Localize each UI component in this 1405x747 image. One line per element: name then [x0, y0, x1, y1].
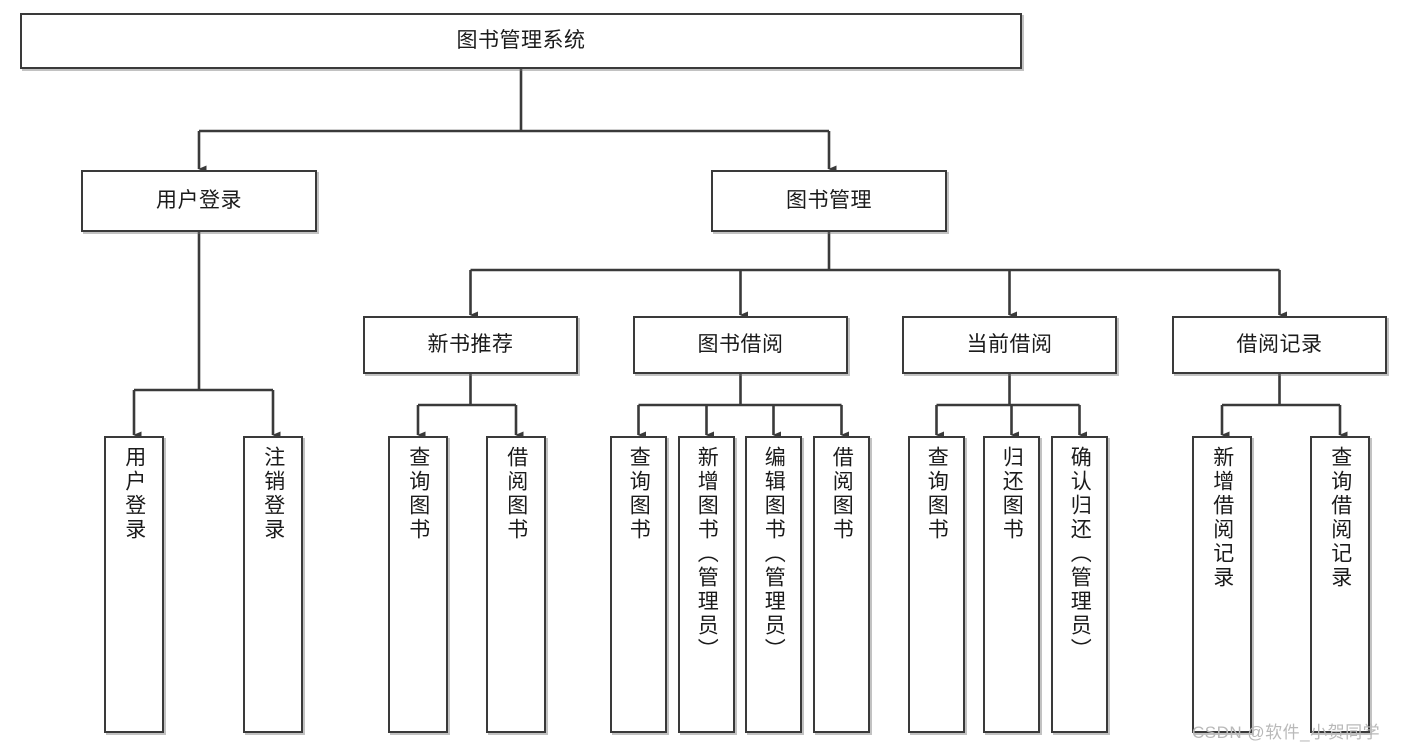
node-label: 查询借阅记录: [1328, 446, 1352, 590]
node-label: 查询图书: [627, 446, 651, 542]
node-l3-current[interactable]: 当前借阅: [902, 316, 1117, 374]
node-l2-user-login[interactable]: 用户登录: [81, 170, 317, 232]
csdn-watermark: CSDN @软件_小贺同学: [1192, 723, 1381, 742]
node-leaf-rec-query[interactable]: 查询借阅记录: [1310, 436, 1370, 733]
node-leaf-rec-add[interactable]: 新增借阅记录: [1192, 436, 1252, 733]
node-label: 用户登录: [156, 189, 242, 213]
node-label: 编辑图书（管理员）: [762, 446, 786, 662]
node-leaf-bw-add[interactable]: 新增图书（管理员）: [678, 436, 735, 733]
node-label: 当前借阅: [966, 333, 1053, 357]
node-label: 图书管理: [786, 189, 872, 213]
node-label: 借阅图书: [504, 446, 528, 542]
node-l2-book-manage[interactable]: 图书管理: [711, 170, 947, 232]
node-leaf-bw-query[interactable]: 查询图书: [610, 436, 667, 733]
node-label: 查询图书: [406, 446, 430, 542]
node-l3-borrow[interactable]: 图书借阅: [633, 316, 848, 374]
node-label: 注销登录: [261, 446, 285, 542]
node-l3-record[interactable]: 借阅记录: [1172, 316, 1387, 374]
node-label: 归还图书: [1000, 446, 1024, 542]
node-label: 图书借阅: [697, 333, 784, 357]
node-label: 借阅记录: [1236, 333, 1323, 357]
node-label: 借阅图书: [830, 446, 854, 542]
node-l3-new-book[interactable]: 新书推荐: [363, 316, 578, 374]
node-leaf-bw-edit[interactable]: 编辑图书（管理员）: [745, 436, 802, 733]
node-label: 确认归还（管理员）: [1068, 446, 1092, 662]
node-leaf-user-login[interactable]: 用户登录: [104, 436, 164, 733]
node-leaf-bw-borrow[interactable]: 借阅图书: [813, 436, 870, 733]
node-leaf-logout[interactable]: 注销登录: [243, 436, 303, 733]
node-label: 图书管理系统: [456, 29, 586, 53]
node-label: 新增借阅记录: [1210, 446, 1234, 590]
node-leaf-nb-borrow[interactable]: 借阅图书: [486, 436, 546, 733]
node-leaf-cur-return[interactable]: 归还图书: [983, 436, 1040, 733]
node-label: 新增图书（管理员）: [695, 446, 719, 662]
edge-layer: [132, 69, 1348, 439]
node-label: 用户登录: [122, 446, 146, 542]
node-leaf-cur-query[interactable]: 查询图书: [908, 436, 965, 733]
node-label: 查询图书: [925, 446, 949, 542]
node-leaf-cur-confirm[interactable]: 确认归还（管理员）: [1051, 436, 1108, 733]
node-leaf-nb-query[interactable]: 查询图书: [388, 436, 448, 733]
node-root[interactable]: 图书管理系统: [20, 13, 1022, 69]
node-label: 新书推荐: [427, 333, 514, 357]
